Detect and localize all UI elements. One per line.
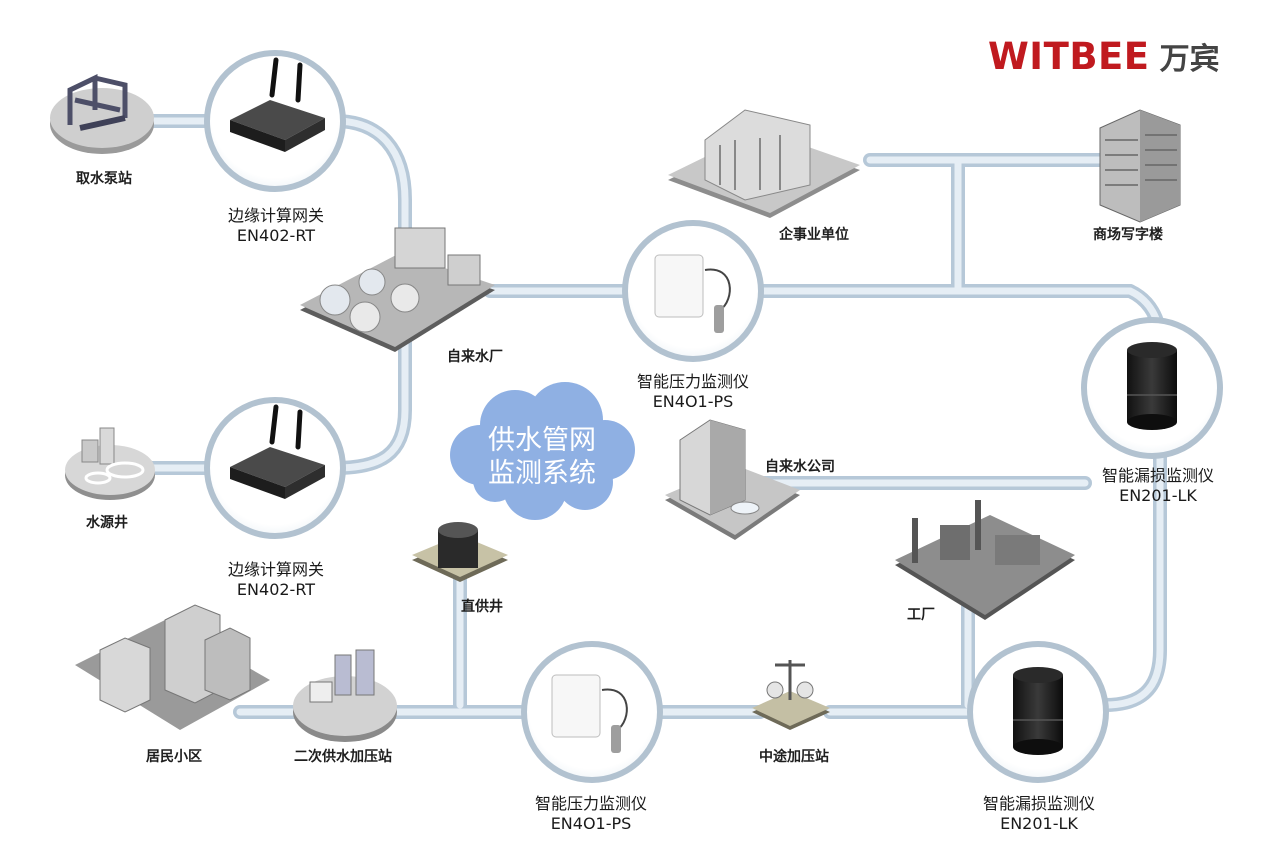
secondary-station-icon — [293, 649, 397, 742]
brand-name-cn: 万宾 — [1159, 42, 1220, 77]
enterprise-building-icon — [668, 109, 860, 218]
label-residential: 居民小区 — [146, 749, 202, 765]
residential-icon — [75, 604, 270, 730]
gateway-top-ring — [204, 50, 346, 192]
system-title-line2: 监测系统 — [488, 458, 596, 489]
system-title: 供水管网 监测系统 — [488, 424, 596, 490]
label-pressure-top: 智能压力监测仪 EN4O1-PS — [637, 372, 749, 412]
office-building-icon — [1099, 109, 1181, 223]
label-office-building: 商场写字楼 — [1093, 227, 1163, 243]
gateway-bottom-name: 边缘计算网关 — [227, 560, 325, 579]
gateway-top-model: EN402-RT — [236, 226, 316, 245]
pressure-bottom-ring — [521, 641, 663, 783]
gateway-top-name: 边缘计算网关 — [227, 206, 325, 225]
label-pressure-bottom: 智能压力监测仪 EN4O1-PS — [535, 794, 647, 834]
leak-bottom-name: 智能漏损监测仪 — [982, 794, 1096, 813]
label-leak-bottom: 智能漏损监测仪 EN201-LK — [983, 794, 1095, 834]
water-company-icon — [665, 419, 800, 540]
brand-name-en: WITBEE — [988, 35, 1150, 78]
pressure-bottom-model: EN4O1-PS — [550, 814, 632, 833]
midway-station-icon — [752, 660, 830, 730]
label-gateway-top: 边缘计算网关 EN402-RT — [228, 206, 324, 246]
router-icon — [230, 404, 325, 499]
label-waterworks: 自来水厂 — [447, 349, 503, 365]
pressure-top-name: 智能压力监测仪 — [636, 372, 750, 391]
pressure-top-model: EN4O1-PS — [652, 392, 734, 411]
leak-sensor-icon — [1127, 342, 1177, 430]
cloud-icon — [450, 382, 635, 520]
label-midway-station: 中途加压站 — [759, 749, 829, 765]
pressure-sensor-icon — [654, 254, 731, 333]
leak-right-name: 智能漏损监测仪 — [1101, 466, 1215, 485]
leak-right-model: EN201-LK — [1119, 486, 1197, 505]
leak-right-ring — [1081, 317, 1223, 459]
leak-bottom-model: EN201-LK — [1000, 814, 1078, 833]
label-secondary-station: 二次供水加压站 — [294, 749, 392, 765]
router-icon — [230, 57, 325, 152]
gateway-bottom-model: EN402-RT — [236, 580, 316, 599]
system-title-line1: 供水管网 — [488, 425, 596, 456]
leak-sensor-icon — [1013, 667, 1063, 755]
pressure-sensor-icon — [551, 674, 628, 753]
direct-well-icon — [412, 522, 508, 582]
label-gateway-bottom: 边缘计算网关 EN402-RT — [228, 560, 324, 600]
label-pump-station: 取水泵站 — [76, 171, 132, 187]
gateway-bottom-ring — [204, 397, 346, 539]
label-water-well: 水源井 — [86, 515, 128, 531]
leak-bottom-ring — [967, 641, 1109, 783]
pipe-network — [128, 114, 1167, 719]
label-enterprise: 企事业单位 — [779, 227, 849, 243]
pump-station-icon — [50, 74, 154, 154]
waterworks-icon — [300, 227, 495, 352]
label-water-company: 自来水公司 — [765, 459, 835, 475]
label-direct-well: 直供井 — [461, 599, 503, 615]
water-well-icon — [65, 427, 155, 500]
pressure-bottom-name: 智能压力监测仪 — [534, 794, 648, 813]
label-leak-right: 智能漏损监测仪 EN201-LK — [1102, 466, 1214, 506]
pressure-top-ring — [622, 220, 764, 362]
factory-icon — [895, 500, 1075, 620]
brand-logo: WITBEE 万宾 — [988, 34, 1220, 78]
label-factory: 工厂 — [907, 607, 935, 623]
